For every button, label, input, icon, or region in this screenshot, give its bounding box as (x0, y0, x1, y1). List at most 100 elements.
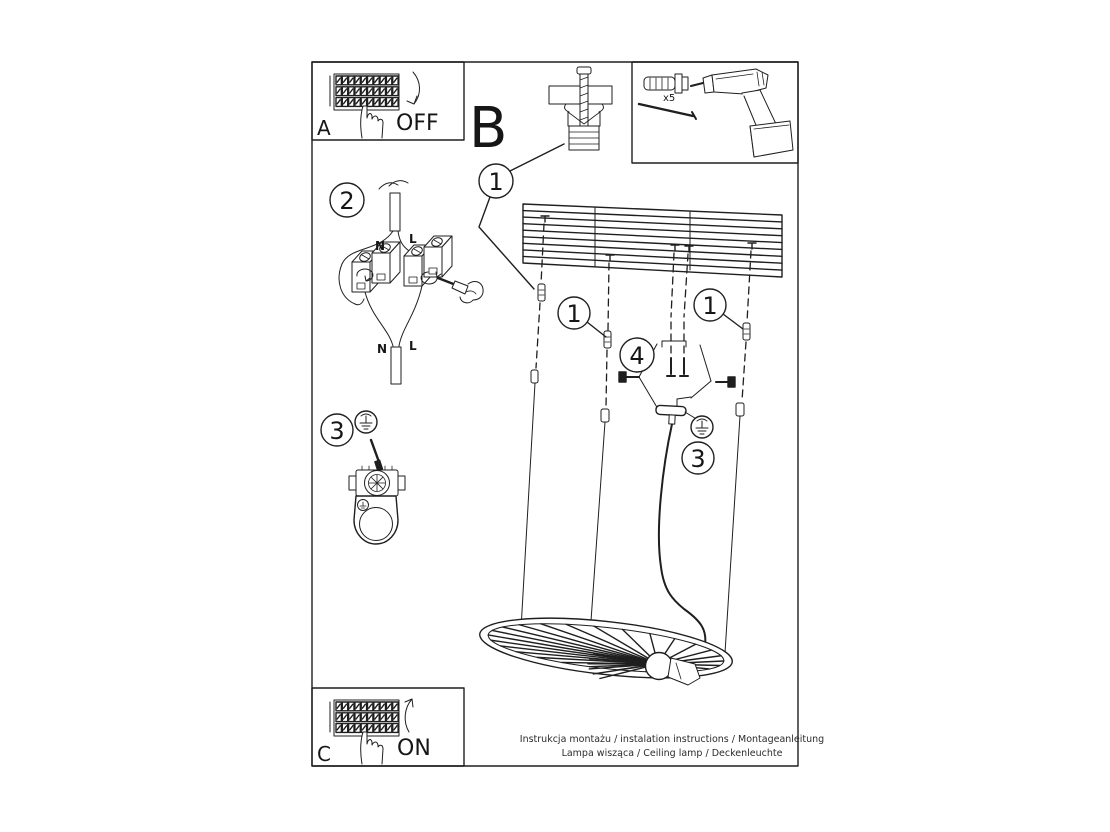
bracket-hole (359, 507, 393, 541)
switch-lever (393, 714, 398, 720)
breaker-switch (354, 722, 361, 734)
spoke-line (491, 629, 659, 665)
ground-connection-detail (348, 410, 406, 545)
callout-3-left: 3 (320, 413, 354, 447)
breaker-switch (392, 701, 399, 712)
callout-pointers (478, 143, 744, 338)
breaker-switch (360, 701, 368, 712)
switch-lever (342, 77, 348, 83)
breaker-switch (379, 701, 387, 712)
switch-lever (336, 88, 341, 94)
arrow-down-icon (406, 71, 420, 105)
switch-lever (386, 99, 392, 105)
spoke-line (518, 624, 659, 665)
breaker-switch (392, 86, 399, 97)
breaker-switch (347, 86, 355, 97)
switch-lever (368, 703, 373, 709)
breaker-switch (347, 712, 355, 723)
step-a-label: A (317, 116, 331, 140)
breaker-switch (341, 712, 349, 723)
breaker-switch (354, 701, 361, 712)
breaker-switch (385, 75, 393, 86)
switch-lever (355, 77, 360, 83)
switch-lever (336, 703, 341, 709)
switch-lever (368, 99, 373, 105)
switch-lever (342, 725, 348, 731)
ceiling-hatch-line (522, 255, 783, 271)
breaker-switch (347, 722, 355, 734)
spoke-line (502, 626, 659, 665)
breaker-switch (385, 712, 393, 723)
neutral-label-bottom: N (377, 342, 387, 356)
breaker-switch (373, 96, 380, 108)
ceiling-hatch-line (522, 209, 783, 223)
switch-lever (361, 88, 367, 94)
spoke-line (593, 625, 659, 665)
ceiling-hatch-line (522, 242, 783, 258)
breaker-switch (354, 96, 361, 108)
off-label: OFF (396, 111, 439, 136)
panel-c-power-on: ON C (311, 687, 465, 767)
switch-lever (386, 714, 392, 720)
callout-3-right: 3 (681, 441, 715, 475)
breaker-switch (366, 86, 374, 97)
wiring-diagram: N L N L (338, 180, 484, 385)
svg-text:1: 1 (702, 292, 717, 320)
mounting-bracket (353, 495, 399, 545)
switch-lever (386, 703, 392, 709)
switch-lever (393, 99, 398, 105)
breaker-switch (335, 722, 343, 734)
breaker-switch (347, 701, 355, 712)
wall-plug-small (742, 322, 751, 341)
breaker-switch (379, 86, 387, 97)
switch-lever (368, 88, 373, 94)
ground-symbol-icon (354, 410, 378, 434)
wire-gripper (600, 408, 610, 423)
ceiling-panel (522, 203, 783, 278)
svg-text:4: 4 (629, 342, 644, 370)
ceiling-hatch-lines (522, 209, 783, 271)
breaker-switch (360, 712, 368, 723)
breaker-switch (366, 712, 374, 723)
ceiling-hatch-line (522, 236, 783, 251)
switch-lever (349, 714, 354, 720)
switch-lever (386, 77, 392, 83)
wall-plug-icon (643, 73, 689, 94)
breaker-switch (373, 701, 380, 712)
breaker-switch (335, 712, 343, 723)
socket-holder (667, 657, 701, 686)
switch-lever (342, 703, 348, 709)
switch-lever (380, 703, 385, 709)
live-wire-bottom (398, 285, 423, 347)
sheet-frame (311, 61, 799, 767)
switch-lever (336, 714, 341, 720)
switch-lever (355, 725, 360, 731)
switch-lever (336, 99, 341, 105)
arrow-up-icon (404, 698, 414, 733)
breaker-switch (385, 722, 393, 734)
switch-lever (349, 99, 354, 105)
breaker-switch-grid (335, 701, 399, 734)
callout-1-mid-right: 1 (693, 288, 727, 322)
ceiling-hatch-line (522, 216, 783, 230)
step-b-label: B (469, 96, 507, 161)
spoke-line (499, 645, 659, 665)
turn-arrow-icon (356, 268, 374, 282)
switch-lever (361, 725, 367, 731)
switch-lever (342, 99, 348, 105)
switch-lever (393, 703, 398, 709)
switch-lever (380, 714, 385, 720)
breaker-switch (373, 75, 380, 86)
screw-icon (637, 102, 697, 120)
switch-lever (374, 77, 379, 83)
neutral-label-top: N (375, 239, 385, 253)
neutral-wire-bottom (364, 291, 394, 347)
switch-lever (355, 703, 360, 709)
switch-lever (386, 88, 392, 94)
breaker-switch (373, 86, 380, 97)
breaker-switch (335, 75, 343, 86)
switch-lever (336, 725, 341, 731)
breaker-switch (341, 701, 349, 712)
ceiling-hatch-line (522, 222, 783, 237)
cable-sheath-top (389, 192, 401, 232)
